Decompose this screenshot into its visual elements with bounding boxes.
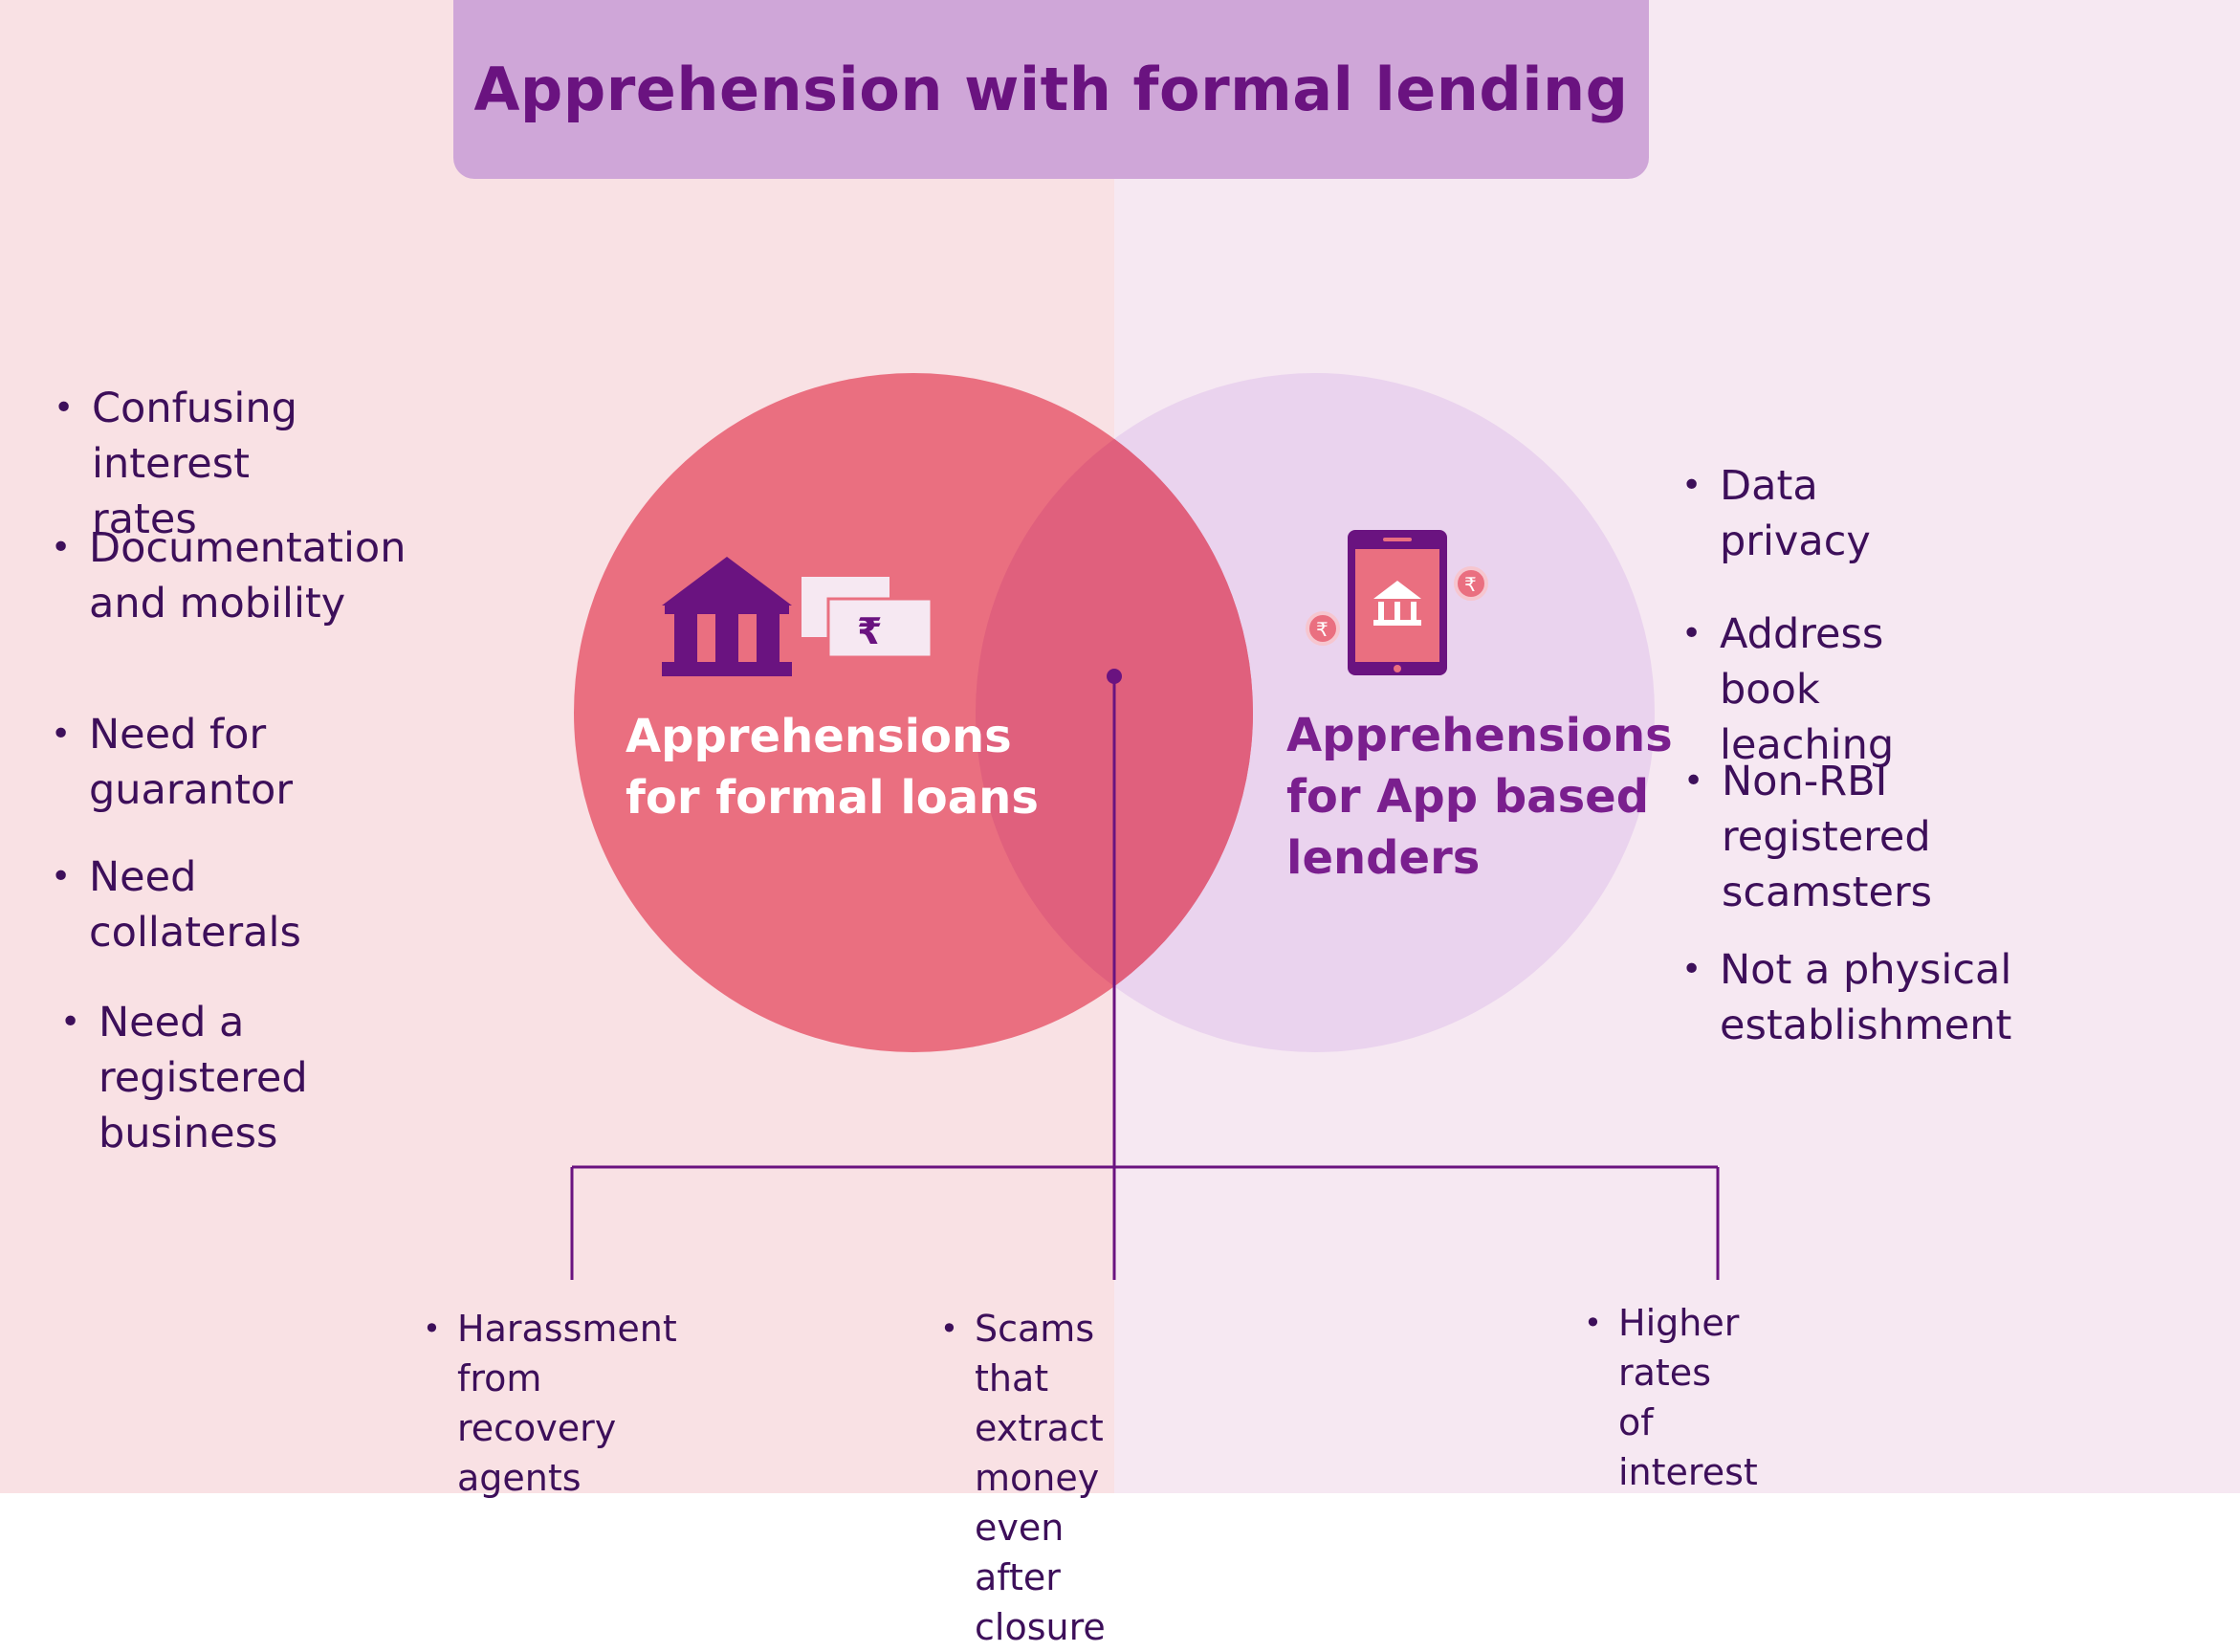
list-item: Scams that extract money even after clos… <box>940 1304 1106 1652</box>
infographic: Apprehension with formal lending ₹ <box>0 0 2240 1493</box>
page-title: Apprehension with formal lending <box>473 55 1629 124</box>
list-item: Data privacy <box>1681 458 1871 569</box>
svg-text:₹: ₹ <box>1464 573 1477 596</box>
svg-text:₹: ₹ <box>857 610 882 652</box>
list-item: Higher rates of interest <box>1584 1298 1758 1497</box>
venn-overlap <box>976 373 1253 1052</box>
list-item: Need collaterals <box>51 849 301 960</box>
right-circle-label: Apprehensions for App based lenders <box>1286 709 1673 885</box>
rupee-notes-icon: ₹ <box>802 577 933 659</box>
svg-text:₹: ₹ <box>1316 618 1329 641</box>
shared-connector <box>570 676 1720 1280</box>
list-item: Address book leaching <box>1681 606 1894 773</box>
list-item: Non-RBI registered scamsters <box>1683 754 1932 920</box>
phone-bank-icon <box>1348 530 1447 675</box>
list-item: Need for guarantor <box>51 707 293 818</box>
bank-icon <box>662 557 792 676</box>
rupee-coin-icon: ₹ <box>1454 566 1488 601</box>
list-item: Confusing interest rates <box>54 381 297 547</box>
connector-dot <box>1107 669 1122 684</box>
list-item: Harassment from recovery agents <box>423 1304 677 1503</box>
list-item: Not a physical establishment <box>1681 942 2011 1053</box>
list-item: Need a registered business <box>60 995 308 1161</box>
title-banner: Apprehension with formal lending <box>453 0 1649 179</box>
list-item: Documentation and mobility <box>51 520 406 631</box>
rupee-coin-icon: ₹ <box>1306 611 1340 646</box>
venn-diagram: ₹ ₹ ₹ <box>570 373 1720 1280</box>
left-circle-label: Apprehensions for formal loans <box>626 710 1039 825</box>
